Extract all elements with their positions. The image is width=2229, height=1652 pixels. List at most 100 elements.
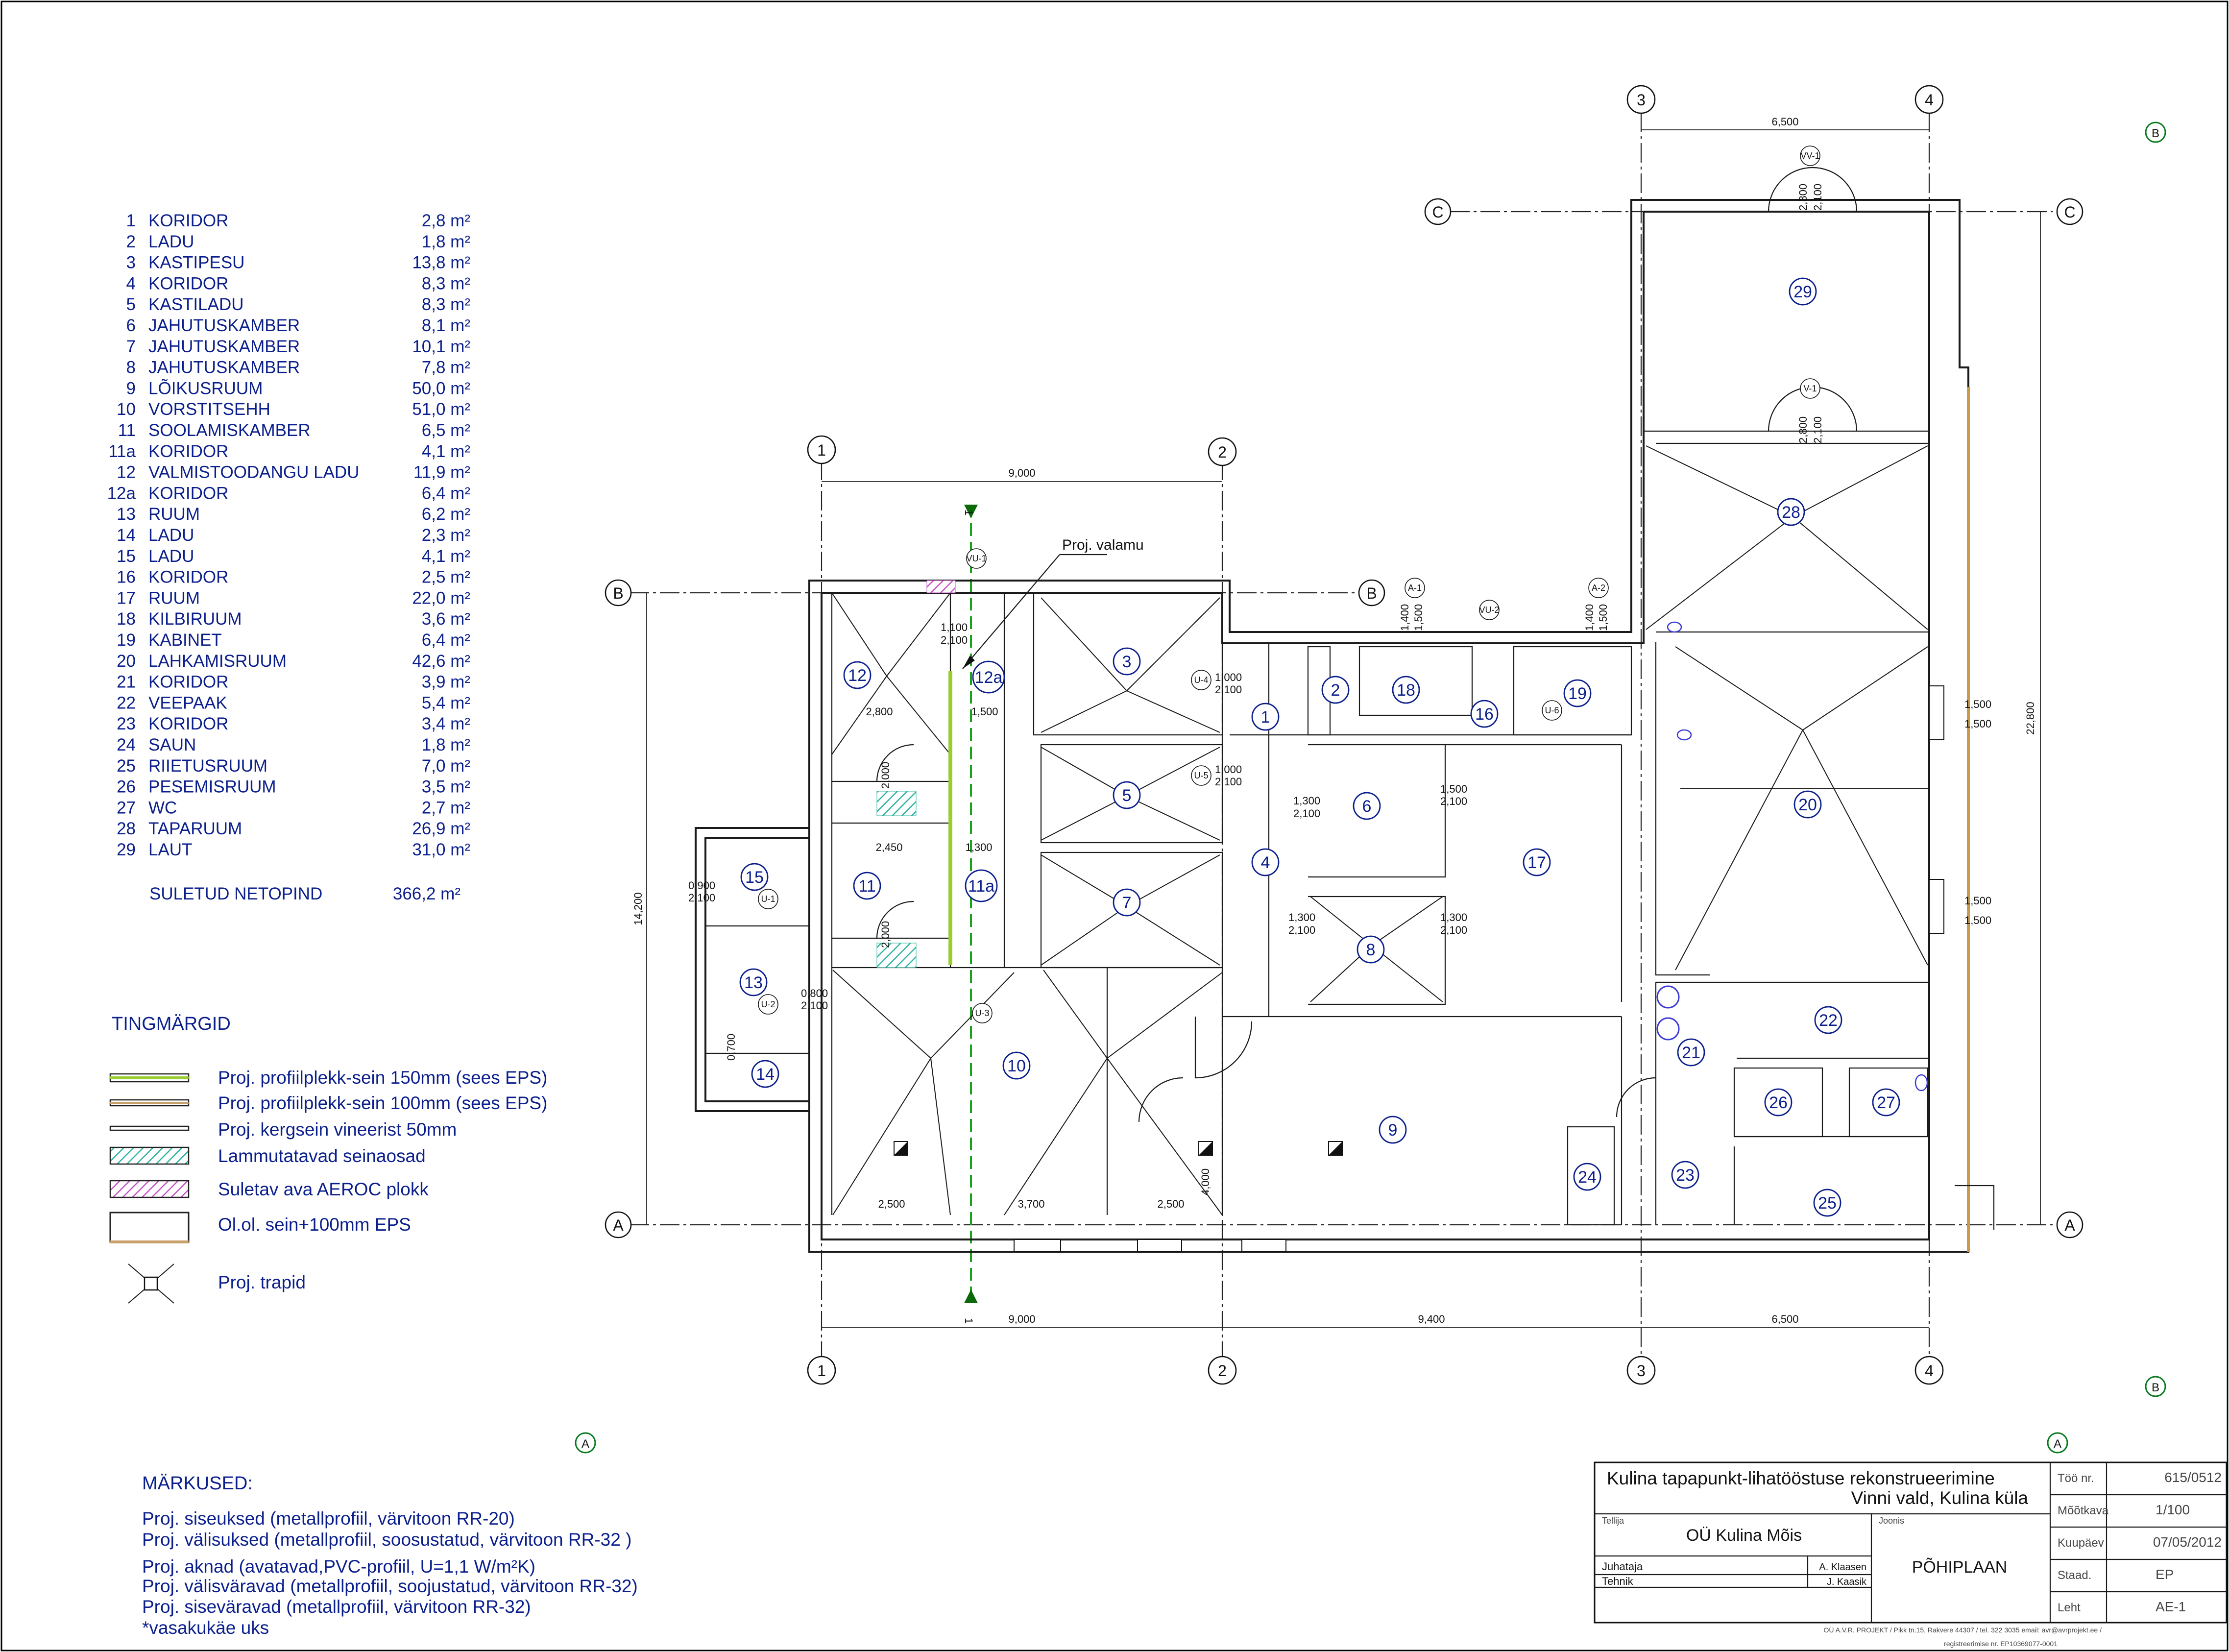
legend-item-plywood: Proj. kergsein vineerist 50mm [109, 1119, 457, 1140]
schedule-room-name: JAHUTUSKAMBER [148, 337, 300, 356]
grid-bubble: C [2056, 198, 2084, 225]
room-number-text: 12 [848, 666, 867, 685]
fixtures [1656, 621, 1928, 1092]
schedule-room-name: PESEMISRUUM [148, 777, 276, 797]
legend-label-drain: Proj. trapid [218, 1272, 306, 1292]
room-number-text: 25 [1818, 1194, 1837, 1213]
room-number-12a: 12a [972, 660, 1005, 694]
schedule-room-name: LAUT [148, 840, 192, 859]
job-label: Töö nr. [2058, 1472, 2094, 1485]
svg-text:3,700: 3,700 [1018, 1198, 1044, 1210]
svg-text:2,500: 2,500 [878, 1198, 905, 1210]
svg-text:B: B [2152, 127, 2159, 140]
schedule-room-area: 6,4 m² [422, 631, 470, 650]
schedule-room-number: 11a [108, 442, 136, 461]
legend-item-existing-wall: Ol.ol. sein+100mm EPS [109, 1212, 411, 1243]
notes-title: MÄRKUSED: [142, 1473, 253, 1494]
room-number-26: 26 [1764, 1088, 1793, 1117]
drain-symbol [128, 1263, 174, 1304]
schedule-room-name: RIIETUSRUUM [148, 756, 267, 776]
svg-text:2,100: 2,100 [1812, 416, 1824, 443]
svg-text:9,000: 9,000 [1008, 467, 1035, 479]
door-tag: A-1 [1405, 578, 1425, 598]
schedule-room-area: 2,8 m² [422, 211, 470, 230]
legend-item-demolish: Lammutatavad seinaosad [109, 1146, 426, 1166]
room-number-text: 27 [1877, 1093, 1895, 1112]
date-label: Kuupäev [2058, 1536, 2104, 1550]
room-number-8: 8 [1357, 935, 1385, 964]
svg-text:U-3: U-3 [975, 1008, 989, 1018]
schedule-room-number: 20 [117, 652, 136, 671]
svg-text:2,100: 2,100 [1288, 924, 1315, 936]
room-number-10: 10 [1002, 1051, 1031, 1080]
schedule-room-number: 7 [126, 337, 136, 356]
legend-item-wall-100: Proj. profiilplekk-sein 100mm (sees EPS) [109, 1093, 547, 1113]
svg-text:0,800: 0,800 [801, 987, 828, 999]
schedule-room-number: 17 [117, 588, 136, 607]
schedule-room-area: 6,2 m² [422, 505, 470, 524]
svg-text:2,100: 2,100 [688, 892, 715, 904]
client-label: Tellija [1602, 1516, 1624, 1526]
svg-text:1,400: 1,400 [1583, 604, 1596, 631]
svg-text:6,500: 6,500 [1771, 116, 1798, 128]
svg-text:2,000: 2,000 [879, 921, 892, 948]
svg-text:1: 1 [817, 441, 826, 459]
schedule-room-area: 51,0 m² [412, 400, 470, 419]
door-tag: U-4 [1191, 670, 1211, 690]
section-cut-line: 1 1 [963, 505, 978, 1324]
note-line: Proj. siseuksed (metallprofiil, värvitoo… [142, 1508, 515, 1529]
schedule-room-name: RUUM [148, 505, 200, 524]
legend-item-drain: Proj. trapid [128, 1263, 306, 1304]
grid-bubble: A [2056, 1211, 2084, 1239]
room-number-text: 22 [1819, 1011, 1838, 1030]
schedule-room-area: 6,4 m² [422, 484, 470, 503]
section-marker: B [2145, 121, 2166, 143]
floor-drain [1198, 1141, 1213, 1156]
door-tag: U-6 [1542, 700, 1562, 721]
room-number-text: 28 [1782, 503, 1800, 522]
legend: Proj. profiilplekk-sein 150mm (sees EPS)… [109, 1068, 547, 1304]
svg-text:A: A [2054, 1437, 2061, 1451]
scale-value: 1/100 [2156, 1502, 2190, 1517]
schedule-room-name: JAHUTUSKAMBER [148, 358, 300, 377]
legend-item-aeroc: Suletav ava AEROC plokk [109, 1179, 429, 1199]
schedule-room-area: 22,0 m² [412, 588, 470, 607]
room-number-text: 2 [1331, 681, 1340, 700]
schedule-room-name: KORIDOR [148, 442, 228, 461]
room-number-17: 17 [1523, 848, 1551, 876]
schedule-room-number: 6 [126, 316, 136, 335]
svg-text:U-1: U-1 [761, 894, 775, 904]
schedule-room-name: KORIDOR [148, 673, 228, 692]
svg-text:1: 1 [963, 1318, 975, 1324]
section-marker: A [575, 1432, 596, 1454]
door-tag: V-1 [1800, 378, 1820, 399]
room-number-text: 10 [1007, 1057, 1026, 1075]
room-number-19: 19 [1563, 679, 1592, 707]
svg-text:1,500: 1,500 [1964, 698, 1991, 710]
schedule-room-area: 2,3 m² [422, 526, 470, 545]
schedule-room-name: KASTIPESU [148, 253, 244, 272]
svg-text:2,800: 2,800 [1797, 416, 1809, 443]
schedule-room-number: 23 [117, 714, 136, 733]
room-number-4: 4 [1251, 848, 1280, 876]
room-number-27: 27 [1872, 1088, 1900, 1117]
grid-bubble: 2 [1208, 1356, 1237, 1385]
job-number: 615/0512 [2164, 1470, 2222, 1485]
lead-name: A. Klaasen [1819, 1562, 1866, 1573]
legend-label-existing-wall: Ol.ol. sein+100mm EPS [218, 1215, 411, 1235]
room-number-text: 5 [1122, 786, 1132, 805]
notes: Proj. siseuksed (metallprofiil, värvitoo… [142, 1508, 638, 1638]
